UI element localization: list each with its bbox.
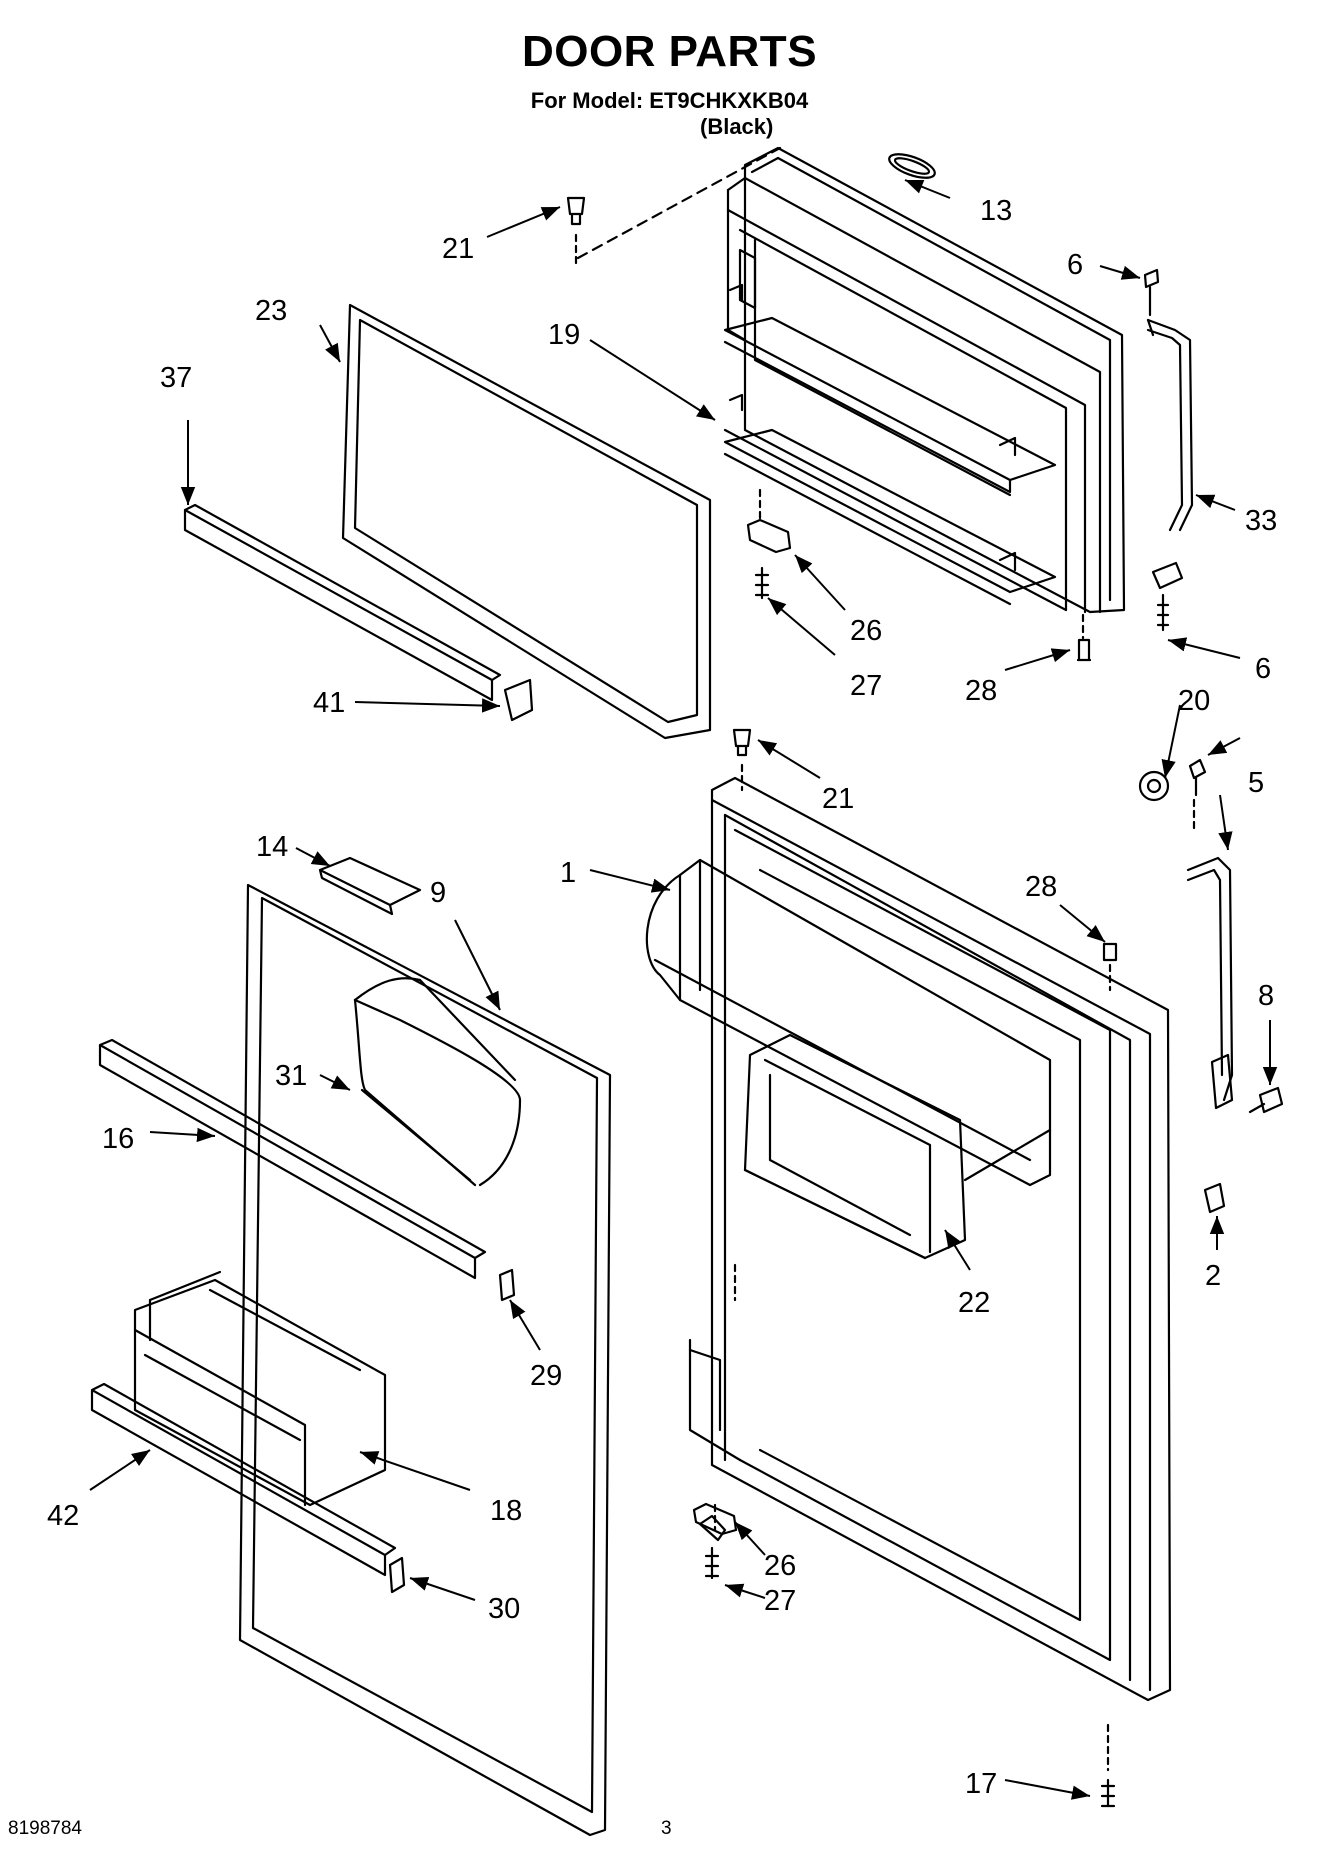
callout-26-upper: 26: [850, 615, 882, 647]
callout-16: 16: [102, 1123, 134, 1155]
screw-21-top: [566, 196, 586, 226]
fresh-food-gasket-9: [238, 883, 612, 1837]
plug-28-lower: [1102, 942, 1118, 962]
callout-17: 17: [965, 1768, 997, 1800]
screw-27-lower: [704, 1546, 720, 1580]
callout-31: 31: [275, 1060, 307, 1092]
callout-27-upper: 27: [850, 670, 882, 702]
clip-29: [498, 1268, 516, 1302]
clip-30: [388, 1556, 406, 1594]
callout-20: 20: [1178, 685, 1210, 717]
callout-18: 18: [490, 1495, 522, 1527]
callout-29: 29: [530, 1360, 562, 1392]
fresh-food-door-1: [645, 776, 1172, 1702]
callout-5: 5: [1248, 767, 1264, 799]
callout-41: 41: [313, 687, 345, 719]
callout-27-lower: 27: [764, 1585, 796, 1617]
callout-2: 2: [1205, 1260, 1221, 1292]
page-number: 3: [661, 1818, 672, 1839]
hinge-26-upper: [746, 518, 792, 554]
model-line: For Model: ET9CHKXKB04: [530, 88, 809, 113]
callout-19: 19: [548, 319, 580, 351]
callout-21-top: 21: [442, 233, 474, 265]
callout-28-upper: 28: [965, 675, 997, 707]
door-bin-18: [133, 1270, 387, 1507]
part-14: [318, 856, 422, 916]
callout-28-lower: 28: [1025, 871, 1057, 903]
callout-14: 14: [256, 831, 288, 863]
screw-6-mid: [1188, 758, 1207, 797]
callout-labels: 13 21 6 23 19 37 33 26 27 28 6 41 20 5 2…: [47, 195, 1277, 1800]
callout-8: 8: [1258, 980, 1274, 1012]
callout-6-lower: 6: [1255, 653, 1271, 685]
trim-16: [98, 1038, 487, 1280]
callout-22: 22: [958, 1287, 990, 1319]
shim-2: [1203, 1182, 1226, 1214]
screw-21-lower: [732, 728, 752, 757]
callout-6-top: 6: [1067, 249, 1083, 281]
callout-13: 13: [980, 195, 1012, 227]
callout-1: 1: [560, 857, 576, 889]
trim-42: [90, 1382, 397, 1577]
callout-26-lower: 26: [764, 1550, 796, 1582]
page-title: DOOR PARTS: [521, 27, 818, 76]
screw-6-top: [1143, 268, 1160, 317]
color-line: (Black): [700, 114, 774, 139]
callout-21-lower: 21: [822, 783, 854, 815]
callout-42: 42: [47, 1500, 79, 1532]
washer-20: [1138, 770, 1170, 802]
freezer-gasket-23: [341, 303, 712, 740]
screw-27-upper: [754, 566, 770, 600]
callout-9: 9: [430, 877, 446, 909]
screw-6-lower: [1156, 593, 1170, 632]
hinge-33: [1146, 318, 1194, 590]
callout-33: 33: [1245, 505, 1277, 537]
callout-37: 37: [160, 362, 192, 394]
screw-8: [1248, 1086, 1284, 1114]
leader-lines: [89, 179, 1278, 1800]
screw-17: [1100, 1778, 1116, 1808]
callout-23: 23: [255, 295, 287, 327]
hinge-5: [1186, 856, 1234, 1110]
dairy-cover-31: [353, 977, 522, 1187]
clip-41: [503, 678, 534, 722]
plug-28-upper: [1076, 638, 1092, 662]
part-13: [888, 153, 936, 179]
document-number: 8198784: [8, 1818, 82, 1839]
callout-30: 30: [488, 1593, 520, 1625]
freezer-door-19: [723, 146, 1126, 614]
